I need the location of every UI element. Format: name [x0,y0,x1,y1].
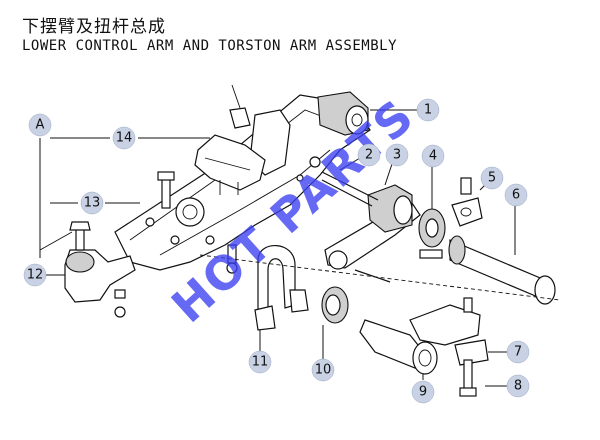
part-14-bracket [194,84,266,195]
svg-text:A: A [36,118,45,133]
callout-4: 4 [421,144,445,168]
callout-1: 1 [416,98,440,122]
part-10-sleeve [321,286,349,324]
part-1-bushing [317,91,369,136]
callout-A: A [28,113,52,137]
part-13-bolt [157,171,175,209]
part-5-bracket [451,177,483,227]
svg-text:6: 6 [512,188,520,203]
callout-7: 7 [506,340,530,364]
svg-text:9: 9 [419,385,427,400]
svg-text:13: 13 [84,196,101,211]
part-7-8-anchor [409,297,489,397]
svg-text:4: 4 [429,149,437,164]
part-6-torsion-bar [448,235,556,305]
callout-11: 11 [248,350,272,374]
reference-line [199,254,561,301]
callout-5: 5 [480,166,504,190]
svg-text:1: 1 [424,103,432,118]
callout-10: 10 [311,358,335,382]
svg-text:8: 8 [514,379,522,394]
title-chinese: 下摆臂及扭杆总成 [22,17,166,37]
svg-text:3: 3 [393,148,401,163]
title-english: LOWER CONTROL ARM AND TORSTON ARM ASSEMB… [22,38,398,54]
part-9-cylinder [359,319,438,375]
part-12-ball-joint [39,221,136,318]
callout-2: 2 [357,143,381,167]
callout-8: 8 [506,374,530,398]
svg-text:14: 14 [116,131,133,146]
svg-text:11: 11 [252,355,269,370]
svg-text:10: 10 [315,363,332,378]
callout-13: 13 [80,191,104,215]
svg-text:12: 12 [27,268,44,283]
part-11-clamp [226,244,309,331]
callout-3: 3 [385,143,409,167]
svg-text:7: 7 [514,345,522,360]
callout-9: 9 [411,380,435,404]
callout-14: 14 [112,126,136,150]
svg-text:2: 2 [365,148,373,163]
callout-6: 6 [504,183,528,207]
svg-text:5: 5 [488,171,496,186]
callout-12: 12 [23,263,47,287]
part-2-3-torsion-arm [321,171,443,283]
part-4-bearing [418,208,446,248]
